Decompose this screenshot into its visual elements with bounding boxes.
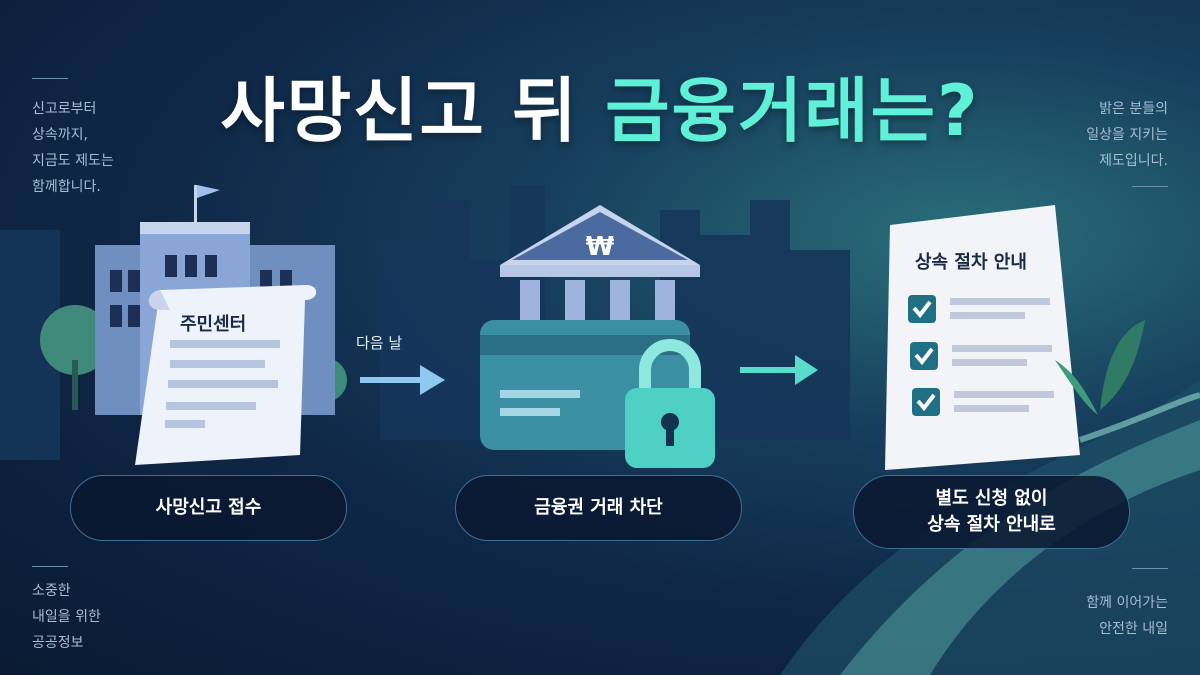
arrow-label: 다음 날 — [356, 334, 403, 352]
checklist-document-icon — [885, 205, 1145, 470]
won-symbol: ₩ — [585, 232, 615, 262]
document-title: 상속 절차 안내 — [915, 252, 1027, 273]
divider — [1132, 186, 1168, 187]
title-highlight: 금융거래는? — [605, 70, 980, 152]
divider — [32, 566, 68, 567]
divider — [32, 78, 68, 79]
bank-lock-icon — [480, 205, 715, 468]
government-building-icon — [40, 185, 347, 465]
divider — [1132, 568, 1168, 569]
document-title: 주민센터 — [180, 314, 247, 335]
step-label-1: 사망신고 접수 — [70, 475, 347, 541]
page-title: 사망신고 뒤 금융거래는? — [220, 70, 980, 152]
step-label-2: 금융권 거래 차단 — [455, 475, 742, 541]
